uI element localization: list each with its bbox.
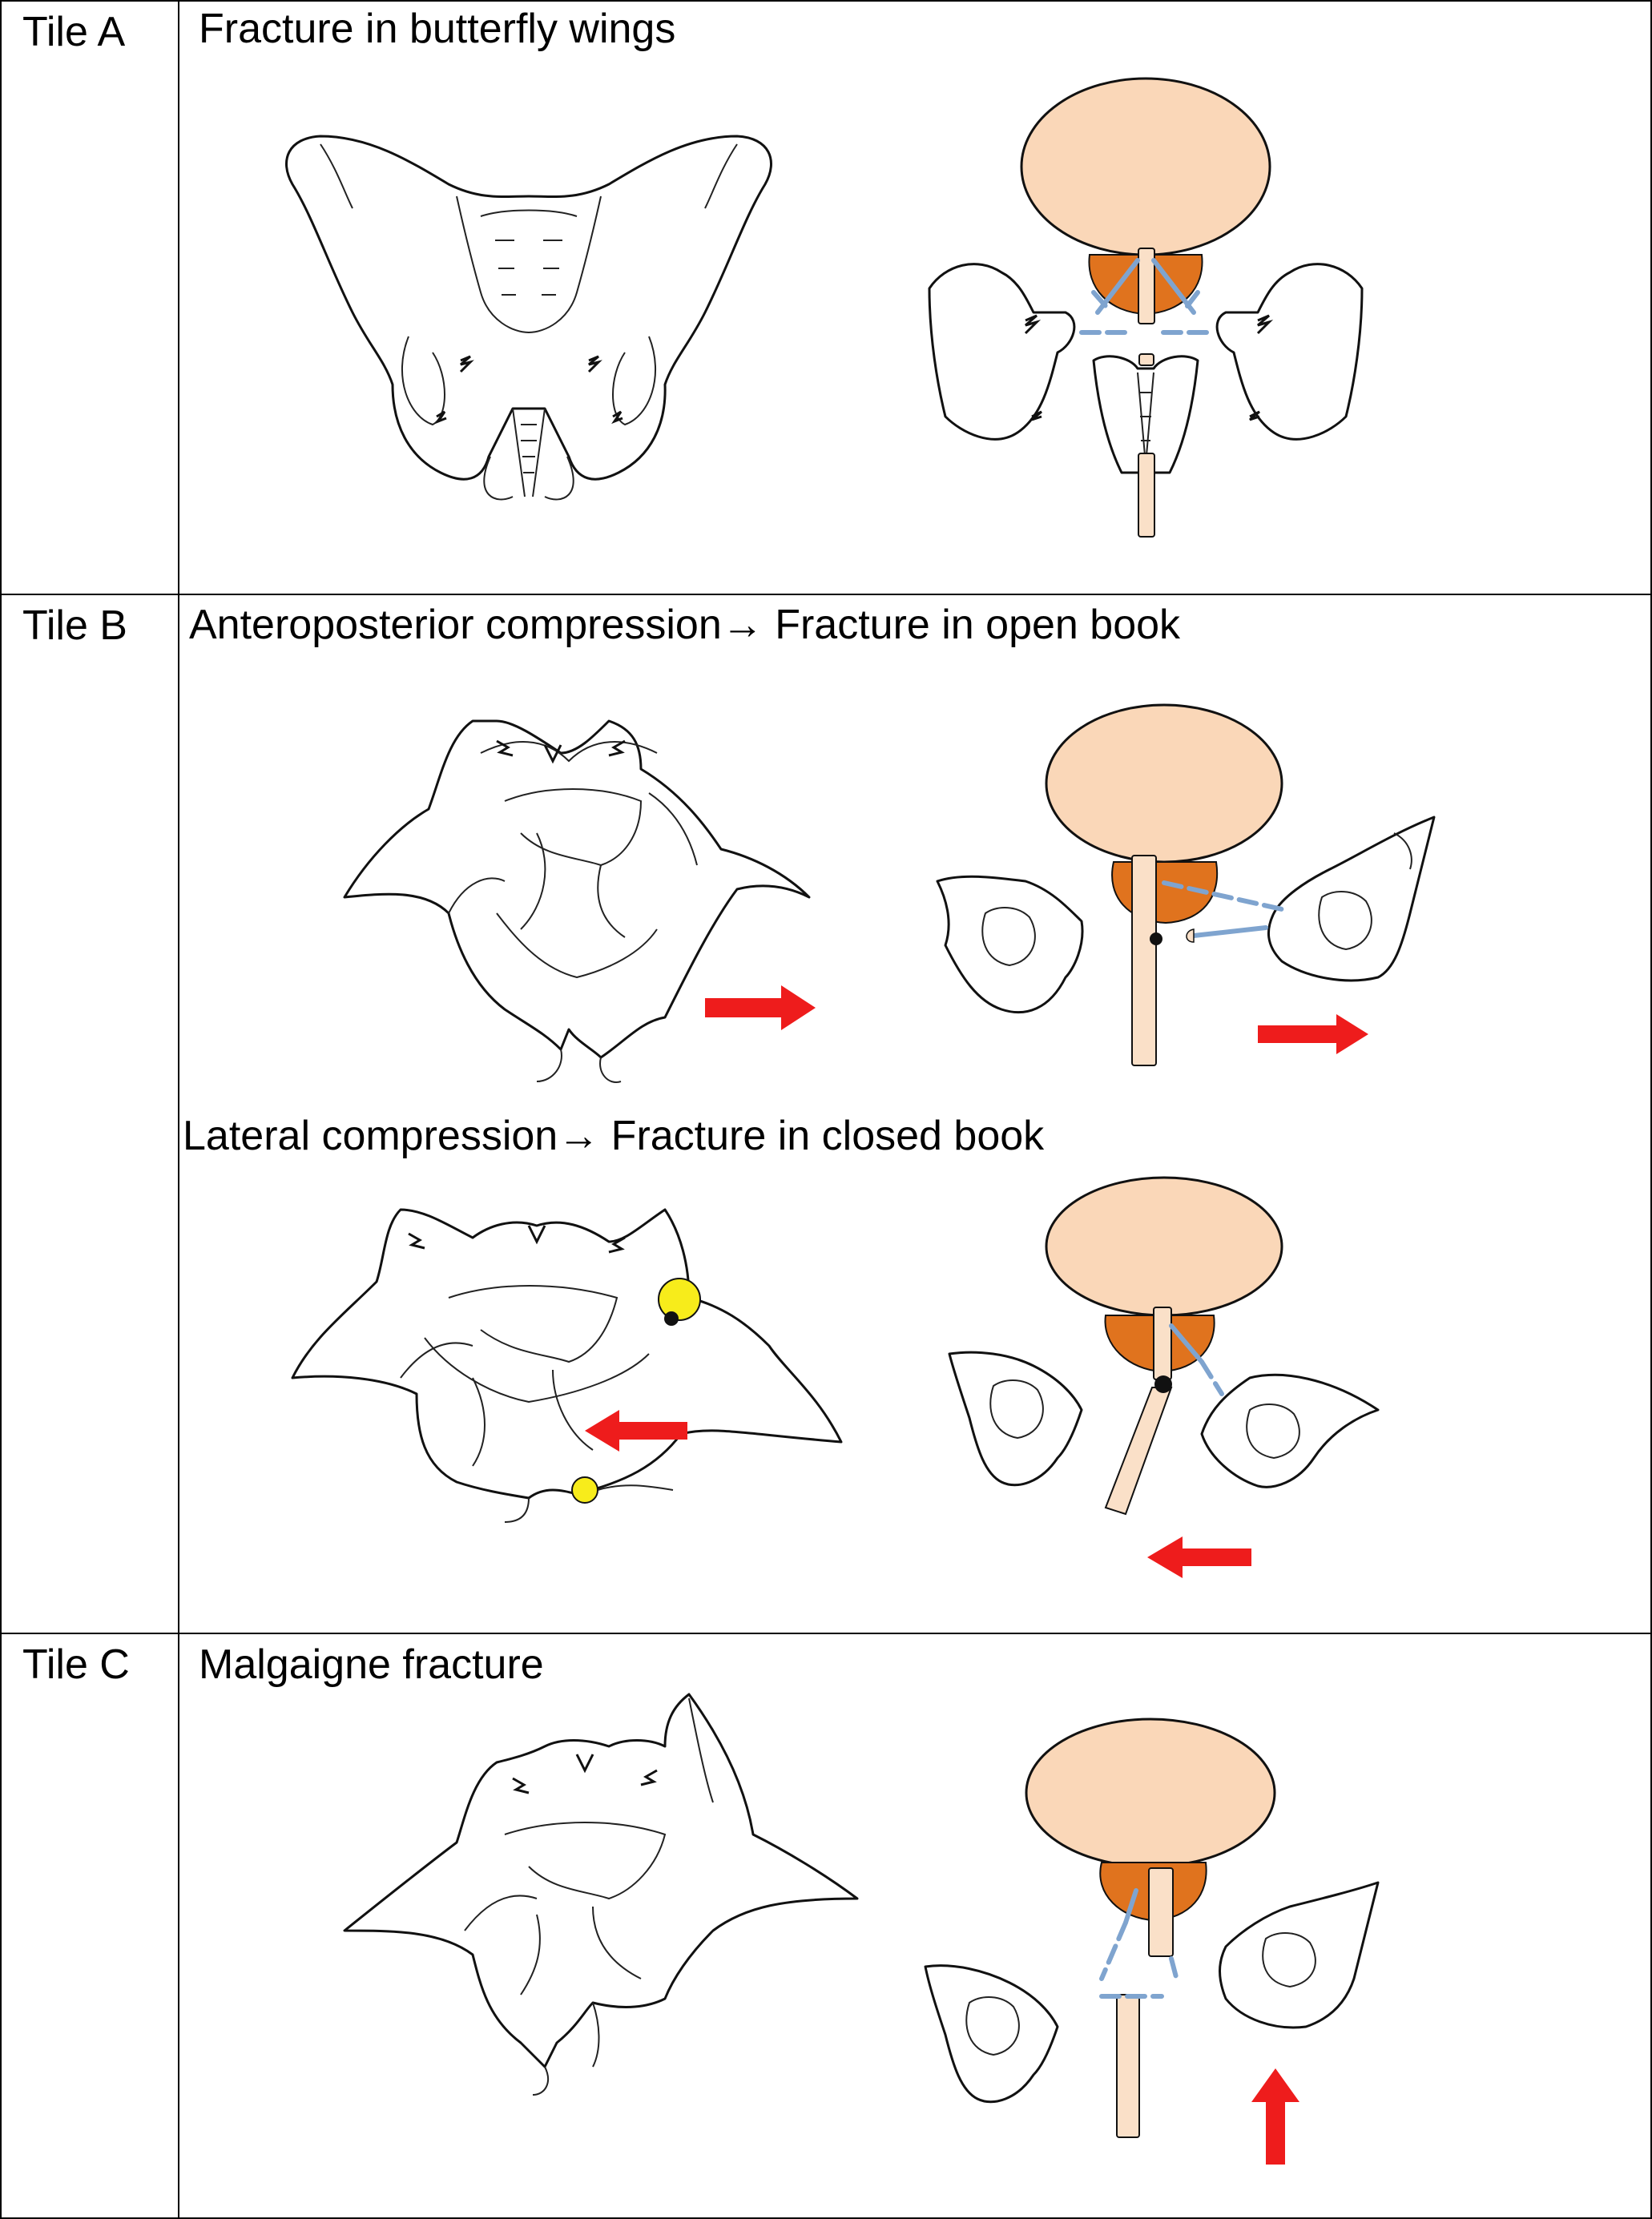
urethra-upper bbox=[1148, 1867, 1174, 1957]
right-pelvic-bone bbox=[1200, 1373, 1380, 1488]
tile-c-label-cell: Tile C bbox=[0, 1633, 179, 2219]
tile-a-pelvis-drawing bbox=[285, 135, 772, 501]
tile-a-label: Tile A bbox=[22, 9, 126, 55]
tile-b-closed-book-pelvis bbox=[291, 1208, 843, 1523]
tile-b-open-book-force-arrow bbox=[705, 985, 816, 1030]
urethra bbox=[1131, 855, 1157, 1066]
tile-c-label: Tile C bbox=[22, 1641, 130, 1688]
pelvis-outline bbox=[291, 1208, 843, 1500]
tile-b-closed-book-schematic bbox=[948, 1176, 1380, 1516]
urethra-upper bbox=[1153, 1307, 1172, 1380]
tile-c-schematic bbox=[924, 1718, 1380, 2138]
tile-b-label: Tile B bbox=[22, 602, 127, 649]
urethral-injury-point bbox=[1150, 932, 1162, 945]
tile-b-closed-book-schematic-force-arrow bbox=[1147, 1536, 1251, 1578]
tile-c-force-arrow bbox=[1251, 2068, 1299, 2165]
tile-b-caption-closed-book: Lateral compression→ Fracture in closed … bbox=[183, 1113, 1045, 1159]
arrow-right-icon bbox=[705, 985, 816, 1030]
left-pelvic-bone bbox=[928, 263, 1076, 441]
bladder bbox=[1045, 1176, 1283, 1317]
left-pelvic-bone bbox=[936, 875, 1084, 1014]
left-pelvic-bone bbox=[948, 1351, 1083, 1487]
tile-b-content-cell bbox=[178, 594, 1652, 1634]
arrow-up-icon bbox=[1251, 2068, 1299, 2165]
tile-c-pelvis-drawing bbox=[343, 1693, 859, 2096]
bladder bbox=[1025, 1718, 1276, 1868]
tile-b-open-book-pelvis bbox=[343, 719, 811, 1083]
urethral-injury-point bbox=[1154, 1375, 1172, 1393]
ligament-ball-upper bbox=[658, 1278, 701, 1321]
ligament-ball-lower bbox=[571, 1476, 598, 1504]
left-pelvic-bone bbox=[924, 1964, 1059, 2104]
tile-a-schematic bbox=[928, 77, 1364, 538]
right-pelvic-bone bbox=[1215, 263, 1364, 441]
tile-b-open-book-schematic-force-arrow bbox=[1258, 1014, 1368, 1054]
urethra-lower-displaced bbox=[1104, 1387, 1173, 1516]
pelvis-outline bbox=[343, 1693, 859, 2068]
urethra-lower bbox=[1138, 453, 1155, 538]
right-pelvic-bone-elevated bbox=[1219, 1881, 1380, 2029]
pubic-symphysis bbox=[1092, 355, 1199, 474]
tile-a-caption: Fracture in butterfly wings bbox=[199, 6, 676, 52]
arrow-left-icon bbox=[585, 1410, 687, 1452]
tile-b-open-book-schematic bbox=[936, 703, 1436, 1066]
urethra-upper bbox=[1138, 248, 1155, 324]
tile-c-caption: Malgaigne fracture bbox=[199, 1641, 544, 1688]
bladder bbox=[1020, 77, 1271, 256]
urethra-fragment bbox=[1138, 353, 1154, 366]
pelvis-outline bbox=[343, 719, 811, 1059]
ligament-pivot-upper bbox=[664, 1311, 679, 1326]
tile-b-label-cell: Tile B bbox=[0, 594, 179, 1634]
tile-a-label-cell: Tile A bbox=[0, 0, 179, 595]
tile-b-closed-book-force-arrow bbox=[585, 1410, 687, 1452]
arrow-left-icon bbox=[1147, 1536, 1251, 1578]
right-pelvic-bone bbox=[1267, 816, 1436, 982]
tile-b-caption-open-book: Anteroposterior compression→ Fracture in… bbox=[189, 602, 1181, 648]
bladder bbox=[1045, 703, 1283, 864]
urethra-lower bbox=[1116, 1994, 1140, 2138]
arrow-right-icon bbox=[1258, 1014, 1368, 1054]
